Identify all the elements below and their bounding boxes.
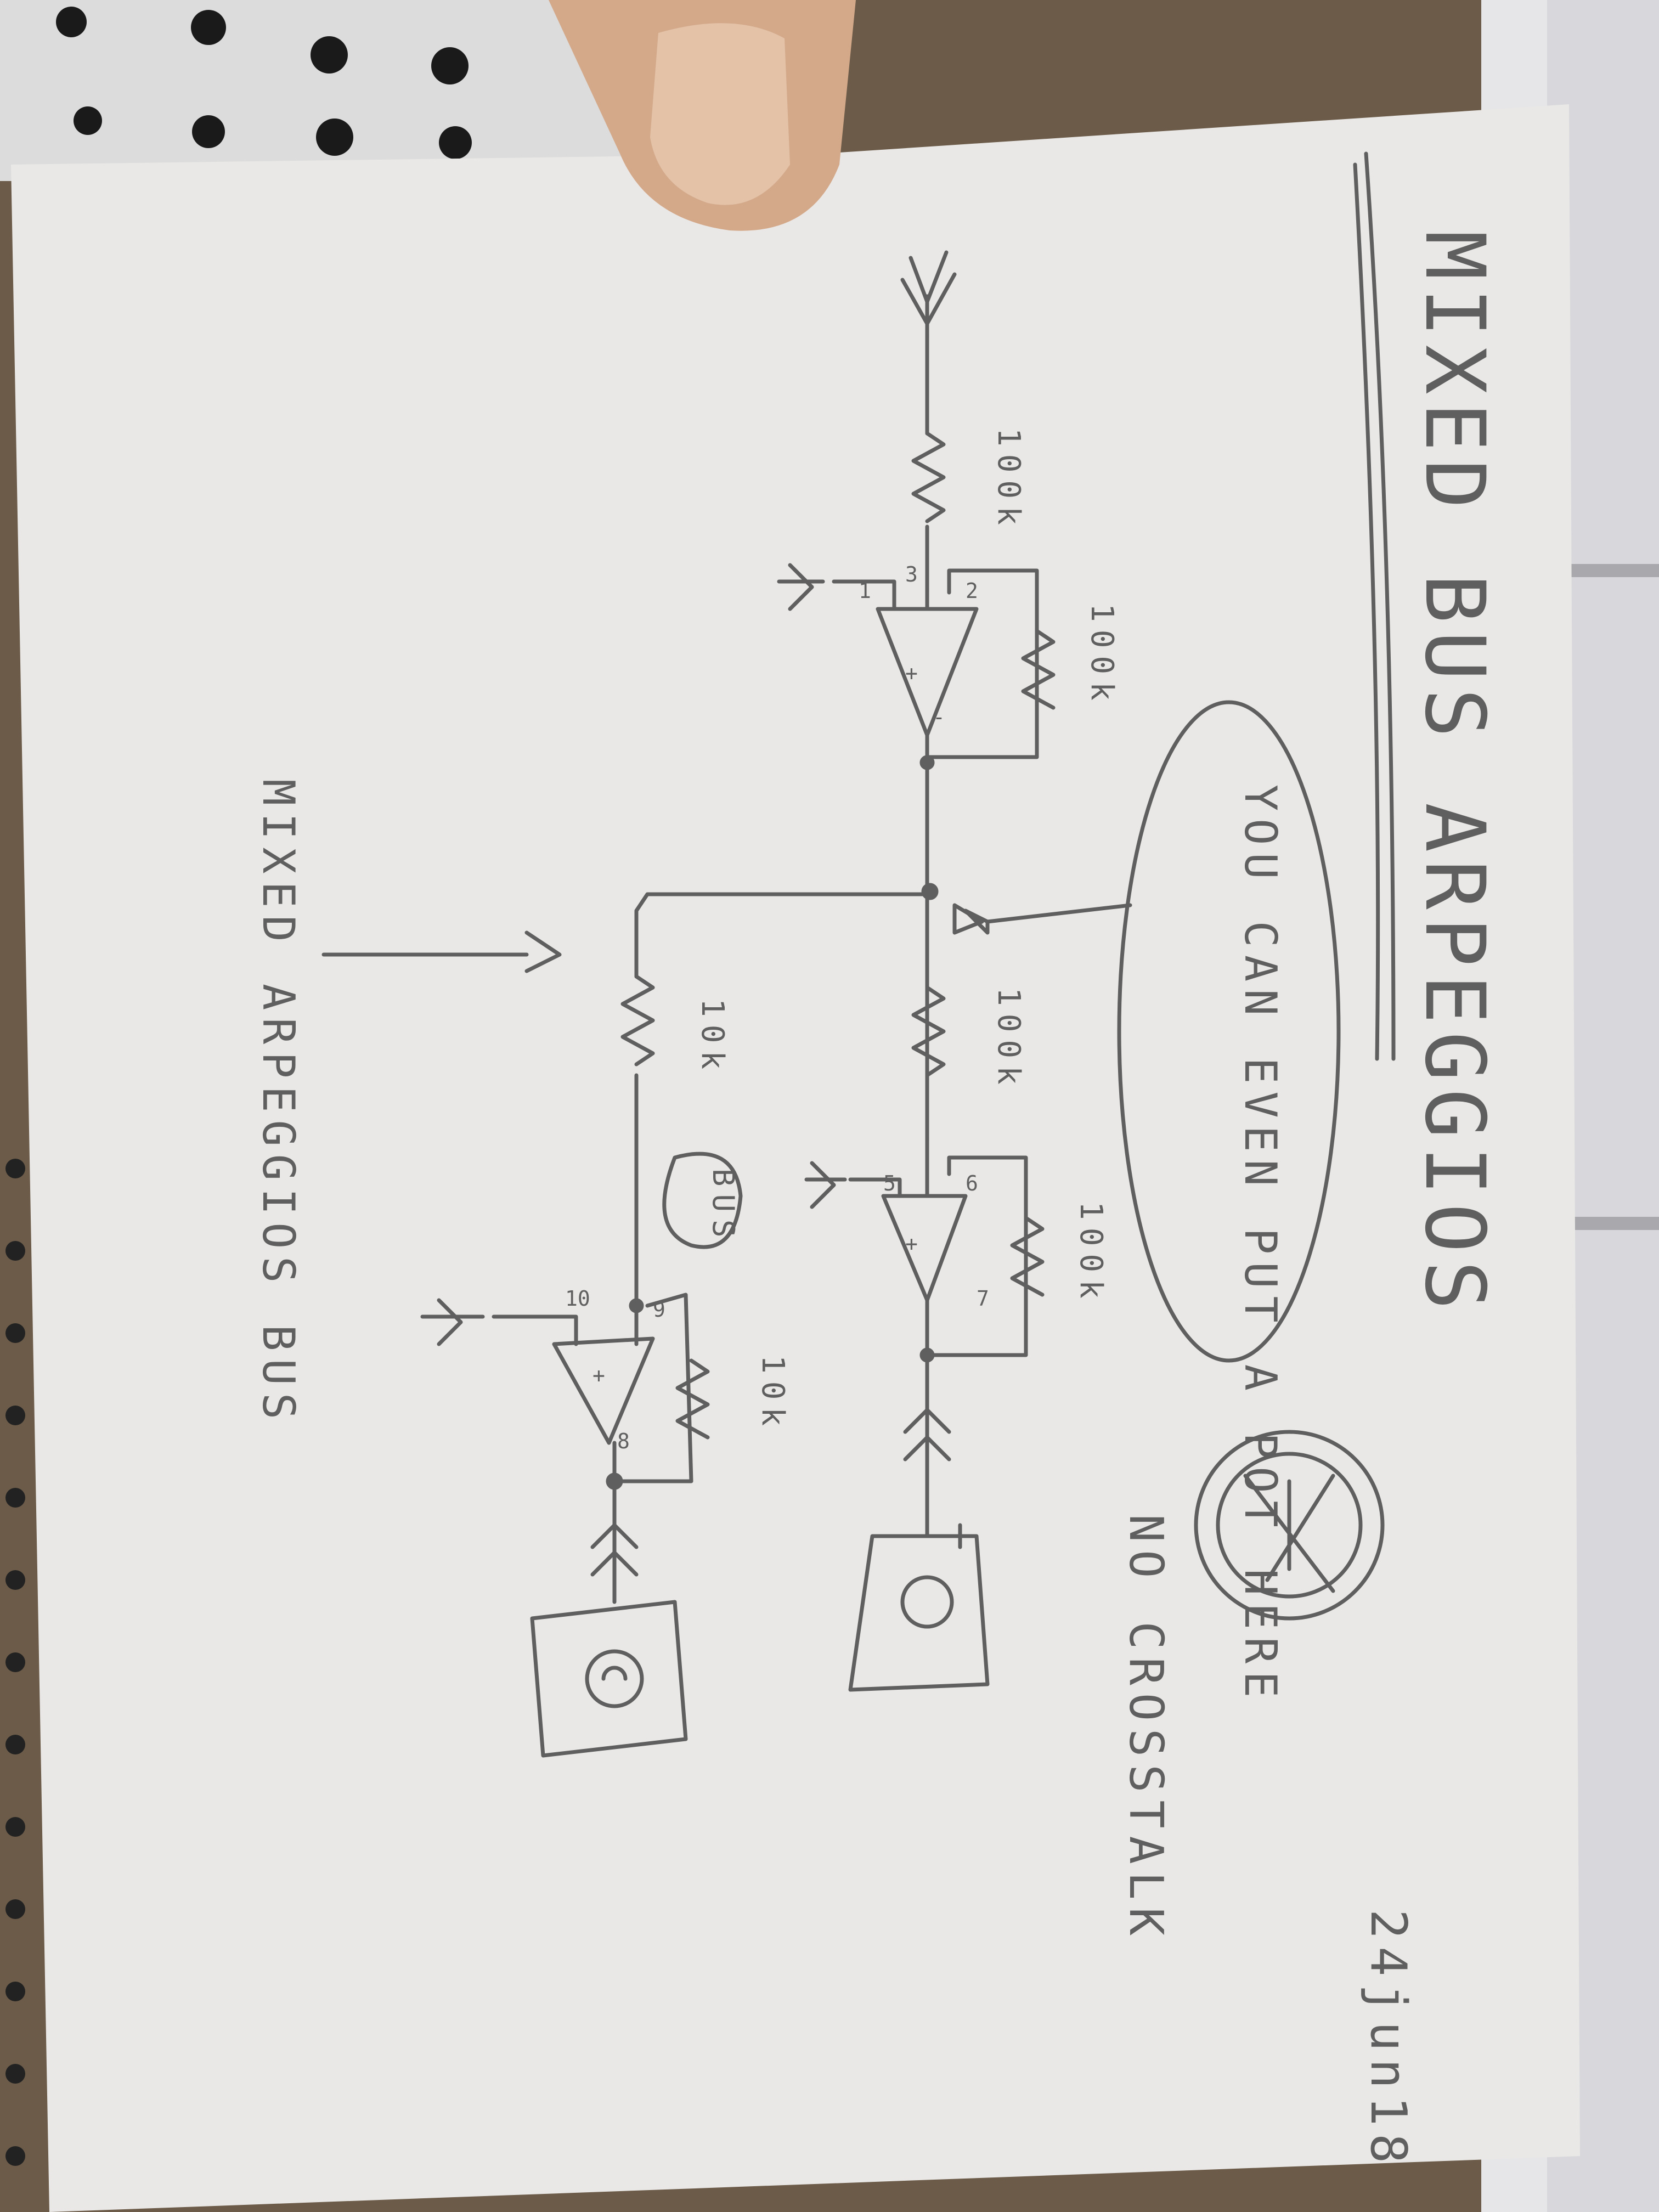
resistor-label-feedback-low: 10k <box>755 1355 791 1434</box>
resistor-label-input: 100k <box>991 428 1026 533</box>
resistor-feedback-2 <box>1010 1216 1045 1297</box>
pin-5-label: 5 <box>883 1171 896 1195</box>
pin-10-label: 10 <box>565 1286 590 1311</box>
fingernail <box>650 23 790 205</box>
output-jack-2 <box>848 1534 990 1692</box>
op-amp-3-outline <box>552 1336 655 1445</box>
no-crosstalk-label: NO CROSSTALK <box>1119 1514 1173 1943</box>
bus-bubble <box>662 1152 743 1249</box>
minus-sign-1: - <box>933 705 945 729</box>
dot-pattern <box>56 7 472 159</box>
resistor-zigzag-1 <box>911 431 946 523</box>
pin-8-label: 8 <box>617 1429 630 1453</box>
resistor-label-feedback-top: 100k <box>1084 603 1120 708</box>
ok-circle <box>1194 1430 1385 1621</box>
mixed-bus-label: MIXED ARPEGGIOS BUS <box>253 779 304 1427</box>
pin-6-label: 6 <box>966 1171 978 1195</box>
output-jack-3 <box>530 1600 688 1758</box>
plus-sign-3: + <box>592 1363 605 1387</box>
plus-sign-2: + <box>905 1232 918 1256</box>
note-line-1: YOU CAN EVEN PUT A POT HERE <box>1235 785 1286 1705</box>
resistor-label-bus: 10k <box>695 998 730 1077</box>
pin-7-label: 7 <box>977 1286 989 1311</box>
handwritten-text: MIXED BUS ARPEGGIOS YOU CAN EVEN PUT A P… <box>253 230 1502 2171</box>
pin-2-label: 2 <box>966 579 978 603</box>
resistor-label-mid: 100k <box>991 988 1026 1092</box>
pin-labels: 1 2 + - 5 6 7 + 10 9 8 + 3 <box>565 562 989 1453</box>
resistor-label-feedback-mid: 100k <box>1073 1201 1109 1306</box>
resistor-feedback-3 <box>675 1358 710 1440</box>
sheet-title: MIXED BUS ARPEGGIOS <box>1407 230 1502 1318</box>
pin-9-label: 9 <box>653 1297 665 1322</box>
plus-sign-1: + <box>905 661 918 685</box>
bus-bubble-label: BUS <box>706 1169 741 1245</box>
signature-date: 24jun18 <box>1359 1909 1417 2171</box>
resistor-zigzag-2 <box>911 985 946 1077</box>
circuit-wiring <box>321 151 1396 1758</box>
pin-1-label: 1 <box>859 579 871 603</box>
spiral-binding <box>5 1159 25 2166</box>
note-oval <box>1117 700 1341 1363</box>
resistor-bus <box>620 974 655 1066</box>
resistor-feedback-1 <box>1021 629 1056 710</box>
paper-sheet <box>11 104 1580 2212</box>
pin-3-label: 3 <box>905 562 918 586</box>
op-amp-2-outline <box>881 1194 968 1302</box>
